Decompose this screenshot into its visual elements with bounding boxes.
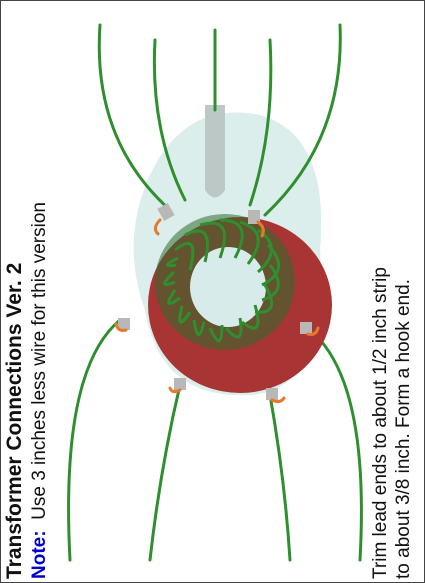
instruction-line-1: Trim lead ends to about 1/2 inch strip <box>369 267 392 579</box>
instruction-line-2: to about 3/8 inch. Form a hook end. <box>392 267 415 579</box>
lead-mid-right <box>310 330 361 560</box>
wire-sheath <box>205 105 225 198</box>
lead-bottom-left <box>150 385 180 560</box>
instructions: Trim lead ends to about 1/2 inch strip t… <box>369 267 415 579</box>
lead-bottom-right <box>270 395 290 560</box>
lead-mid-left <box>69 320 120 560</box>
